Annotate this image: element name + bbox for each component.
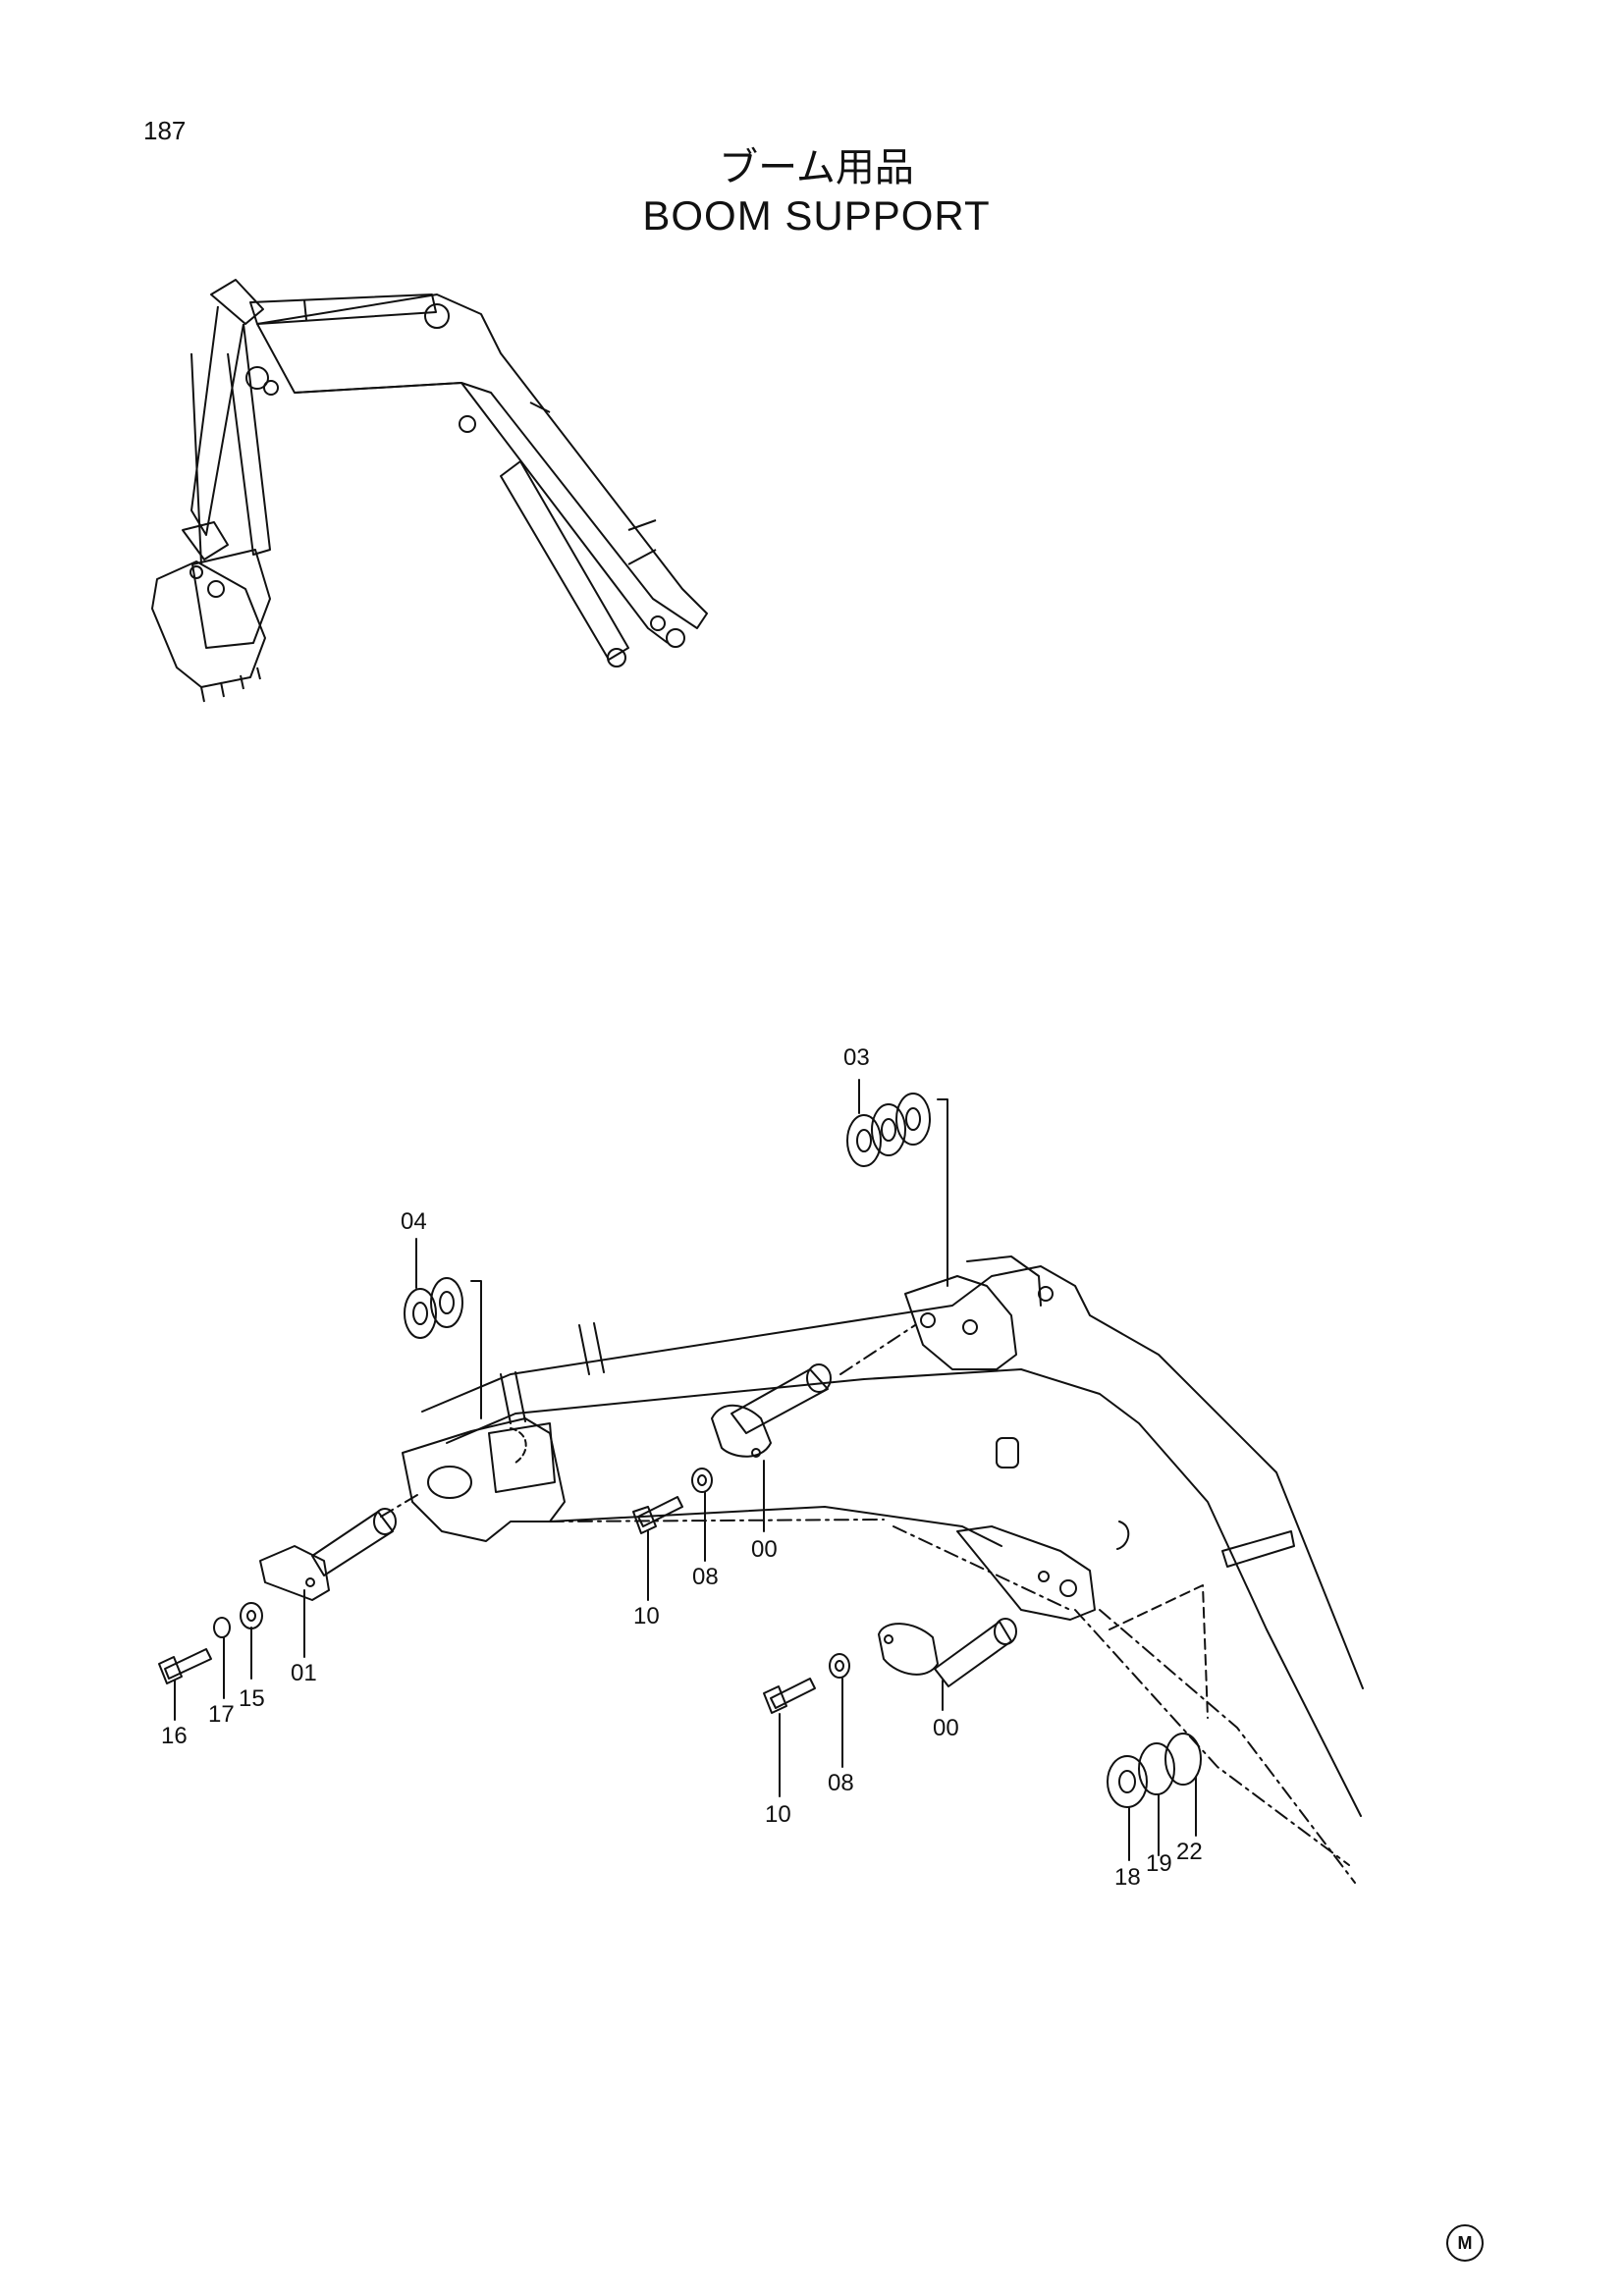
callout-10-upper: 10 — [633, 1603, 660, 1629]
callout-01: 01 — [291, 1660, 317, 1686]
callout-03: 03 — [843, 1044, 870, 1071]
page-title-english: BOOM SUPPORT — [642, 192, 991, 239]
washer-18 — [1107, 1755, 1148, 1808]
boom-bushing — [996, 1437, 1019, 1468]
callout-16: 16 — [161, 1723, 188, 1749]
bucket-linkage — [191, 549, 271, 649]
bolt-10-lower — [770, 1678, 816, 1709]
arm-top-bracket — [210, 279, 264, 325]
m-mark-icon: M — [1446, 2224, 1484, 2262]
boom-foot-bracket — [904, 1275, 1017, 1370]
pin-00-upper — [730, 1368, 829, 1434]
callout-04: 04 — [401, 1208, 427, 1235]
callout-08-upper: 08 — [692, 1564, 719, 1590]
callout-00-lower: 00 — [933, 1715, 959, 1741]
page-title-japanese: ブーム用品 — [719, 145, 914, 190]
washer-03a — [846, 1114, 882, 1167]
boom-upper-outline — [421, 1265, 1364, 1689]
washer-22 — [1164, 1733, 1202, 1786]
washer-08-upper — [691, 1468, 713, 1493]
washer-08-lower — [829, 1653, 850, 1679]
washer-04a — [404, 1288, 437, 1339]
washer-17 — [213, 1617, 231, 1638]
callout-00-upper: 00 — [751, 1536, 778, 1563]
callout-15: 15 — [239, 1685, 265, 1712]
callout-22: 22 — [1176, 1839, 1203, 1865]
callout-18: 18 — [1114, 1864, 1141, 1891]
callout-17: 17 — [208, 1701, 235, 1728]
washer-19 — [1138, 1742, 1175, 1795]
arm-cylinder — [249, 294, 437, 325]
callout-08-lower: 08 — [828, 1770, 854, 1796]
cylinder-bracket — [402, 1417, 566, 1542]
page-number: 187 — [143, 116, 187, 145]
bolt-16 — [164, 1648, 212, 1680]
bucket — [151, 561, 266, 688]
boom-cylinder — [500, 460, 629, 661]
callout-10-lower: 10 — [765, 1801, 791, 1828]
washer-15 — [240, 1602, 263, 1629]
pin-00-lower — [934, 1621, 1012, 1687]
boom-lower-edge — [549, 1506, 1002, 1547]
callout-19: 19 — [1146, 1850, 1172, 1877]
bolt-10-upper — [637, 1496, 683, 1527]
